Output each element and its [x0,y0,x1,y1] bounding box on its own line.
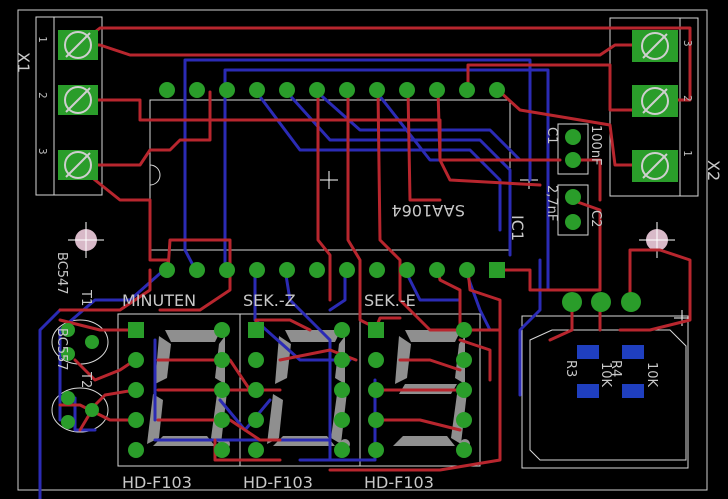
r3-value: 10K [598,362,613,388]
pot-pads [562,292,641,312]
c2-value: 2,7nF [544,185,559,221]
transistor-pads [61,323,99,429]
silkscreen-labels: X1 X2 IC1 SAA1064 C1 100nF C2 2,7nF MINU… [14,36,723,492]
resistor-pads [577,345,644,398]
x2-pin-1: 1 [681,150,694,157]
sekz-label: SEK.-Z [243,291,296,310]
r4-label: R4 [608,360,623,377]
ic1-label: IC1 [508,215,527,241]
minuten-label: MINUTEN [122,291,196,310]
board-outline [17,9,708,491]
t1-label: T1 [78,289,93,306]
x2-pin-2: 2 [681,95,694,102]
x1-label: X1 [14,52,33,73]
silkscreen [35,16,699,469]
c2-label: C2 [588,210,603,227]
bc557-label: BC557 [54,328,69,371]
hd2-label: HD-F103 [243,473,313,492]
pads [58,30,678,458]
x1-pads [58,30,98,180]
ic1-bottom-pads [159,262,505,278]
saa-label: SAA1064 [391,201,465,220]
hd1-label: HD-F103 [122,473,192,492]
c1-value: 100nF [588,125,603,166]
ic1-top-pads [159,82,505,98]
x2-pads [632,30,678,182]
x1-pin-3: 3 [36,148,49,155]
c1-label: C1 [544,127,559,144]
r4-value: 10K [644,362,659,388]
x1-pin-2: 2 [36,92,49,99]
t2-label: T2 [78,371,93,388]
x2-label: X2 [704,160,723,181]
bottom-copper-traces [38,58,602,499]
bc547-label: BC547 [54,252,69,295]
display-pads [128,322,472,458]
hd3-label: HD-F103 [364,473,434,492]
x2-pin-3: 3 [681,40,694,47]
r3-label: R3 [563,360,578,377]
x1-pin-1: 1 [36,36,49,43]
capacitor-pads [565,129,581,230]
seke-label: SEK.-E [364,291,416,310]
